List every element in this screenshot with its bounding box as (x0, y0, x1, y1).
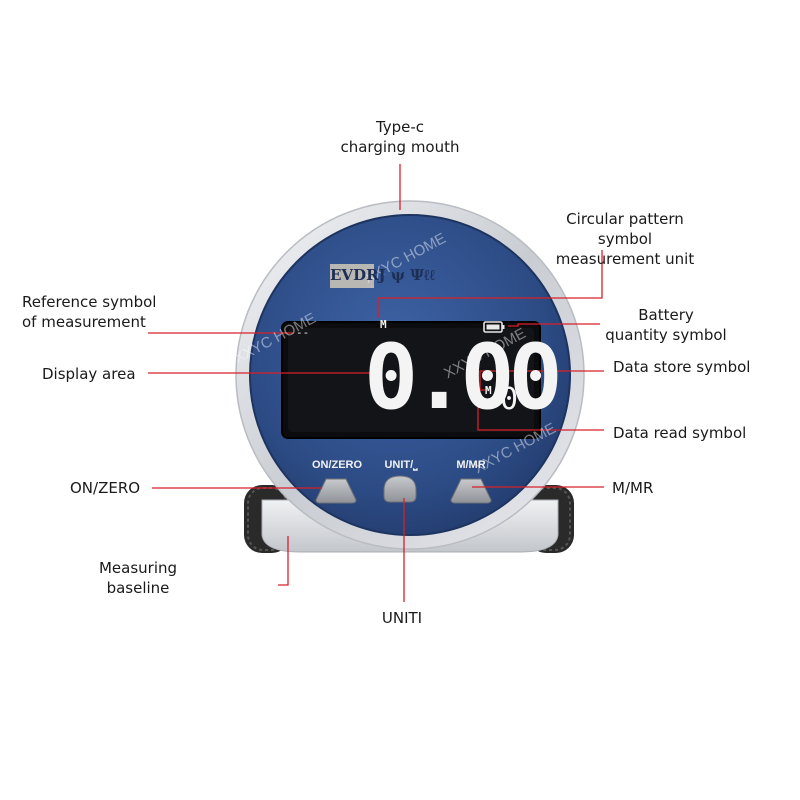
typec-line-1: Type-c (375, 118, 425, 136)
on-zero-callout: ON/ZERO (70, 479, 141, 497)
reference-line-2: of measurement (22, 313, 146, 331)
display-area-callout: Display area (42, 365, 136, 383)
circular-line-3: measurement unit (555, 250, 695, 268)
typec-callout: Type-c charging mouth (330, 117, 470, 157)
unit-button[interactable] (383, 474, 417, 504)
data-read-callout: Data read symbol (613, 424, 747, 442)
lcd-unit-symbol: M (380, 318, 387, 331)
on-zero-key-label: ON/ZERO (311, 459, 363, 471)
unit-key-label: UNIT/⎵ (384, 459, 418, 471)
on-zero-button[interactable] (316, 476, 358, 504)
lcd-store-symbol: M (485, 384, 492, 397)
circular-line-1: Circular pattern (566, 210, 684, 228)
baseline-line-2: baseline (106, 579, 170, 597)
lcd-slot-digit: 0 (500, 382, 519, 417)
m-mr-button-shape (450, 478, 492, 504)
data-store-callout: Data store symbol (613, 358, 751, 376)
callout-lines (148, 164, 604, 602)
baseline-line-1: Measuring (98, 559, 178, 577)
lcd-read-symbol: MR (478, 397, 493, 411)
unit-button-shape (383, 475, 417, 503)
on-zero-button-shape (315, 478, 357, 504)
circular-line-2: symbol (597, 230, 653, 248)
brand-plate (330, 264, 374, 288)
battery-line-2: quantity symbol (605, 326, 727, 344)
battery-icon (483, 321, 505, 333)
lcd-reading: 0.00 (364, 325, 563, 430)
circular-pattern-callout: Circular pattern symbol measurement unit (545, 209, 705, 269)
m-mr-button[interactable] (450, 476, 492, 504)
brand-text: EVDRJ ψ Ψℓℓ (330, 266, 436, 284)
m-mr-key-label: M/MR (456, 459, 486, 471)
battery-callout: Battery quantity symbol (596, 305, 736, 345)
m-mr-callout: M/MR (612, 479, 654, 497)
reference-symbol-callout: Reference symbol of measurement (22, 292, 156, 332)
measuring-baseline-callout: Measuring baseline (78, 558, 198, 598)
battery-line-1: Battery (638, 306, 694, 324)
unit-callout: UNITI (381, 609, 423, 627)
typec-line-2: charging mouth (340, 138, 460, 156)
reference-line-1: Reference symbol (22, 293, 157, 311)
lcd-reference-symbol: -- (296, 326, 310, 339)
